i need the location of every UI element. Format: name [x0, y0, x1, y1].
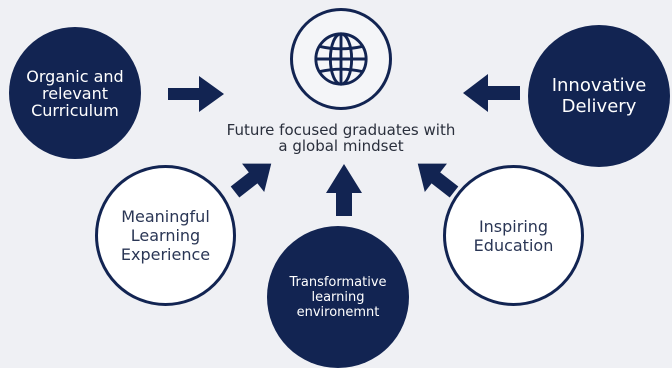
- globe-badge: [290, 8, 392, 110]
- arrow-meaningful: [230, 163, 272, 198]
- globe-icon: [314, 32, 368, 86]
- center-goal-text: Future focused graduates with a global m…: [226, 121, 456, 155]
- arrow-innovative: [463, 74, 520, 112]
- node-inspiring-label: Inspiring Education: [473, 216, 554, 255]
- node-meaningful-learning: Meaningful Learning Experience: [95, 165, 236, 306]
- node-innovative-delivery: Innovative Delivery: [528, 25, 670, 167]
- node-organic-label: Organic and relevant Curriculum: [26, 66, 124, 120]
- node-inspiring-education: Inspiring Education: [443, 165, 584, 306]
- arrow-organic: [168, 76, 224, 112]
- node-transformative-environment: Transformative learning environemnt: [267, 226, 409, 368]
- node-transformative-label: Transformative learning environemnt: [289, 274, 387, 320]
- arrow-transformative: [326, 164, 362, 216]
- node-organic-curriculum: Organic and relevant Curriculum: [9, 27, 141, 159]
- node-innovative-label: Innovative Delivery: [551, 75, 647, 117]
- node-meaningful-label: Meaningful Learning Experience: [120, 207, 211, 264]
